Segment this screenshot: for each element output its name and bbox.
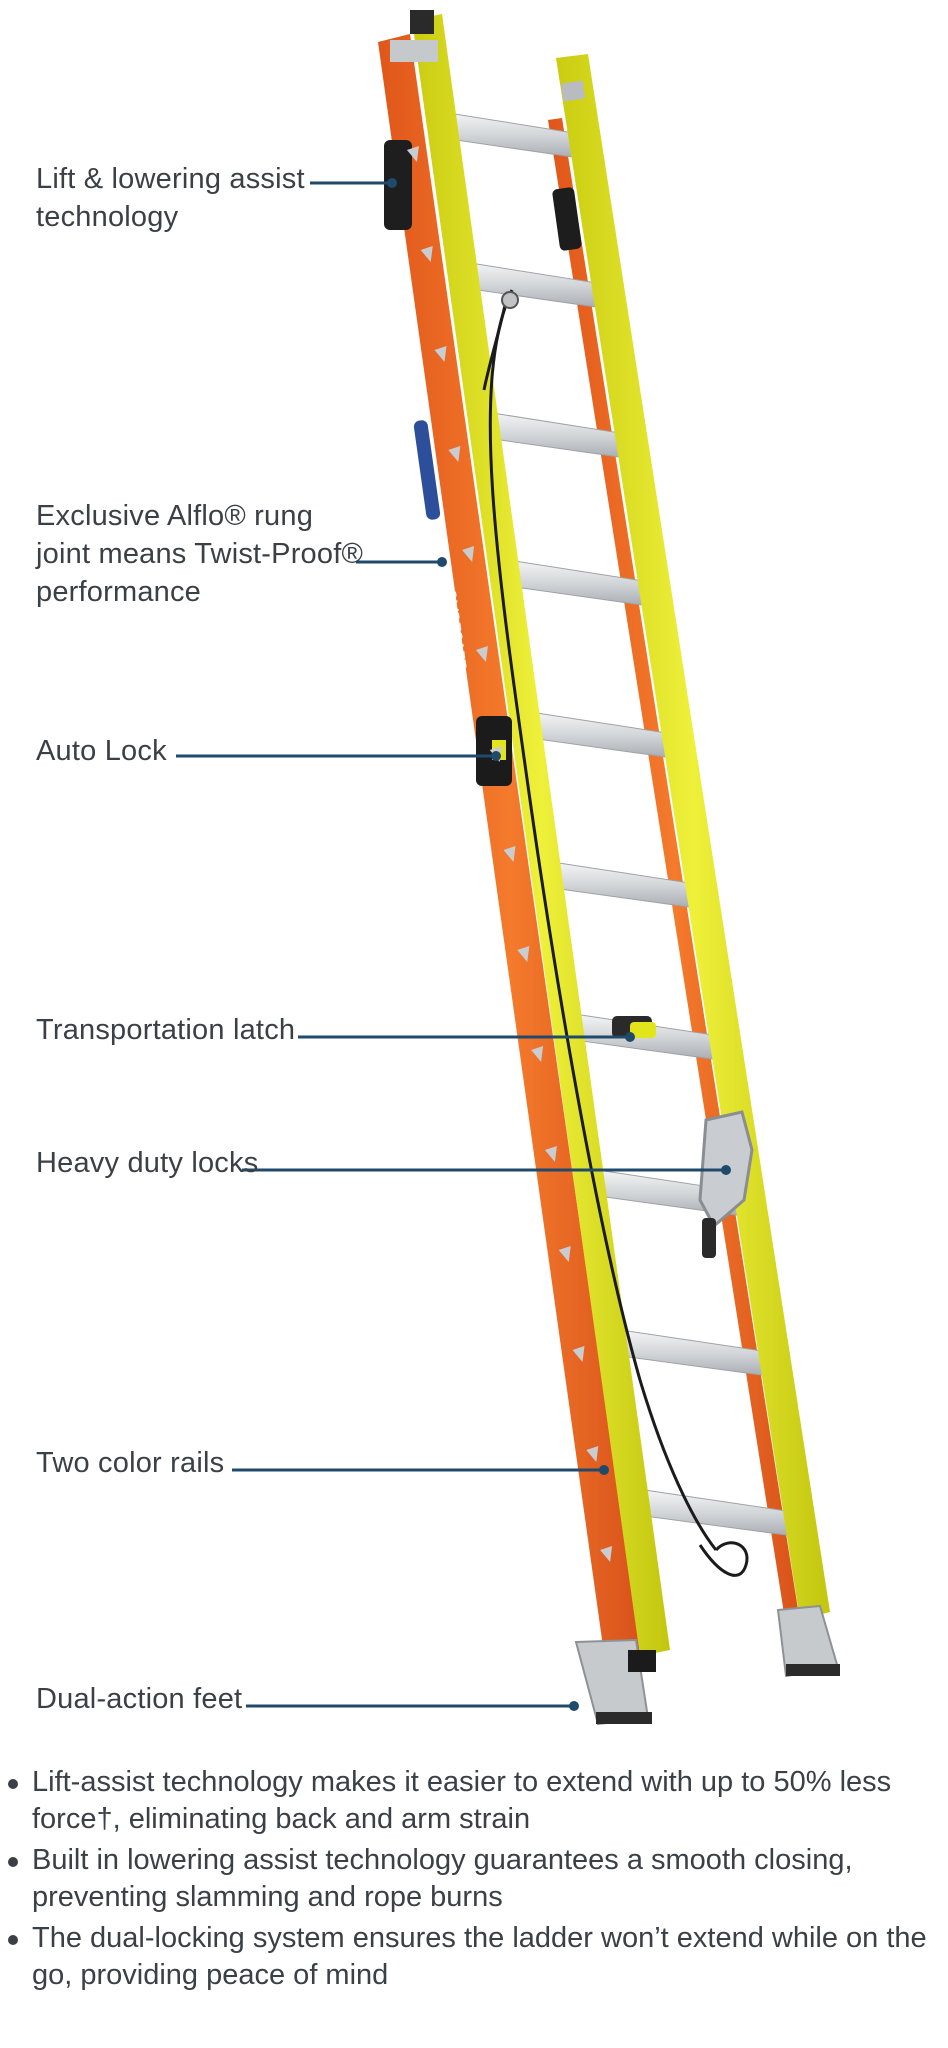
left-rail-cap-plate (390, 40, 438, 62)
feature-bullet: The dual-locking system ensures the ladd… (2, 1920, 942, 1994)
rail-rivet (531, 1046, 544, 1062)
callout-line: Lift & lowering assist (36, 163, 305, 195)
rope-loop (698, 1541, 749, 1577)
rail-rivet (406, 146, 419, 162)
feature-bullet-text: The dual-locking system ensures the ladd… (32, 1922, 927, 1991)
ladder-illustration: GLIDESAFE (176, 10, 840, 1726)
right-orange-rail (548, 118, 800, 1626)
rail-rivet (572, 1346, 585, 1362)
rail-rivet (558, 1246, 571, 1262)
leader-dot (625, 1032, 635, 1042)
leader-dot (437, 557, 447, 567)
brand-badge (413, 420, 441, 520)
rail-rivet (420, 246, 433, 262)
leader-dot (569, 1701, 579, 1711)
callout-autolock: Auto Lock (36, 732, 167, 770)
bullet-dot (8, 1857, 18, 1867)
right-rail-bracket (552, 187, 582, 251)
transportation-latch-strap (630, 1022, 656, 1038)
pulley (501, 291, 519, 309)
callout-line: Auto Lock (36, 735, 167, 767)
callout-line: Heavy duty locks (36, 1147, 259, 1179)
leader-lines (176, 178, 731, 1711)
lift-assist-device (384, 140, 412, 230)
rail-rivets (406, 146, 626, 1662)
fly-foot (628, 1650, 656, 1672)
rail-rivet (448, 446, 461, 462)
rail-rivet (586, 1446, 599, 1462)
right-rail-cap (560, 80, 586, 102)
callout-line: joint means Twist-Proof® (36, 538, 364, 570)
bullet-dot (8, 1779, 18, 1789)
heavy-duty-lock-handle (702, 1218, 716, 1258)
rail-rivet (503, 846, 516, 862)
callout-locks: Heavy duty locks (36, 1144, 258, 1182)
callout-line: Two color rails (36, 1447, 225, 1479)
callout-line: Transportation latch (36, 1014, 296, 1046)
callout-transport: Transportation latch (36, 1011, 295, 1049)
left-foot-pad (596, 1712, 652, 1724)
callout-alflo: Exclusive Alflo® rung joint means Twist-… (36, 497, 363, 611)
rail-rivet (544, 1146, 557, 1162)
callout-line: technology (36, 201, 179, 233)
callout-line: Dual-action feet (36, 1683, 243, 1715)
callout-lift: Lift & lowering assist technology (36, 160, 305, 236)
leader-dot (599, 1465, 609, 1475)
right-foot-pad (786, 1664, 840, 1676)
feature-bullet-text: Lift-assist technology makes it easier t… (32, 1766, 892, 1835)
right-yellow-rail (556, 54, 830, 1620)
callout-line: Exclusive Alflo® rung (36, 500, 314, 532)
rail-rivet (462, 546, 475, 562)
leader-dot (721, 1165, 731, 1175)
feature-bullet-text: Built in lowering assist technology guar… (32, 1844, 853, 1913)
feature-bullet: Lift-assist technology makes it easier t… (2, 1764, 942, 1838)
leader-dot (387, 178, 397, 188)
callout-line: performance (36, 576, 201, 608)
bullet-dot (8, 1935, 18, 1945)
rope (488, 289, 718, 1551)
callout-feet: Dual-action feet (36, 1680, 242, 1718)
left-rail-cap (410, 10, 434, 34)
rail-rivet (475, 646, 488, 662)
left-yellow-rail (412, 14, 670, 1656)
rail-rivet (600, 1546, 613, 1562)
callout-rails: Two color rails (36, 1444, 224, 1482)
rail-rivet (434, 346, 447, 362)
feature-bullet-list: Lift-assist technology makes it easier t… (0, 1764, 948, 1998)
rail-rivet (517, 946, 530, 962)
feature-bullet: Built in lowering assist technology guar… (2, 1842, 942, 1916)
leader-dot (491, 751, 501, 761)
